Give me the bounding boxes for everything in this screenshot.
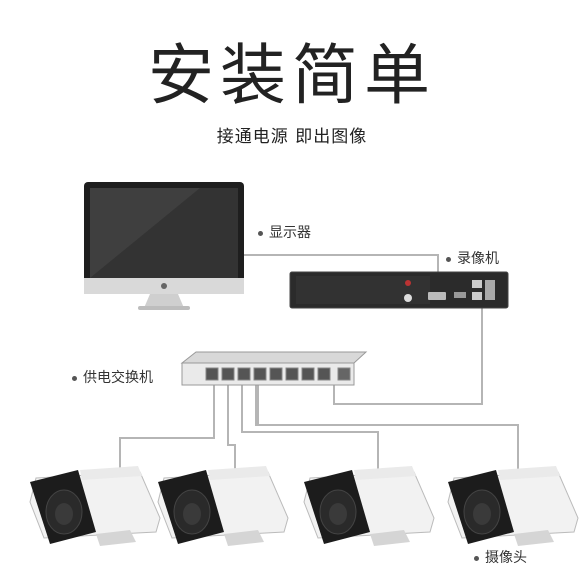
bullet-dot [258,230,263,236]
bullet-dot [474,555,479,561]
page-subtitle: 接通电源 即出图像 [216,127,368,147]
switch-port [301,367,315,381]
bullet-dot [446,256,451,262]
page-title: 安装简单 [148,37,436,114]
switch-port [317,367,331,381]
camera-icon [303,466,435,546]
monitor-icon [84,182,244,310]
switch-port [269,367,283,381]
monitor-label: 显示器 [258,222,311,242]
switch-uplink-port [337,367,351,381]
monitor-label-text: 显示器 [269,225,311,241]
nvr-device [289,271,509,309]
nvr-label-text: 录像机 [457,251,499,267]
cameras [29,466,579,546]
switch-port [205,367,219,381]
cable-camera-3 [241,383,379,474]
cable-camera-2 [227,383,236,474]
camera-icon [157,466,289,546]
switch-port [285,367,299,381]
switch-port [253,367,267,381]
camera-label: 摄像头 [474,547,527,567]
switch-label: 供电交换机 [72,367,153,387]
cable-camera-1 [119,383,215,472]
camera-icon [447,466,579,546]
camera-icon [29,466,161,546]
cable-camera-4 [255,383,519,472]
bullet-dot [72,375,77,381]
poe-switch [180,351,368,386]
camera-label-text: 摄像头 [485,550,527,566]
cable-nvr-switch [333,308,483,405]
switch-port [237,367,251,381]
switch-label-text: 供电交换机 [83,370,153,386]
nvr-label: 录像机 [446,248,499,268]
switch-port [221,367,235,381]
